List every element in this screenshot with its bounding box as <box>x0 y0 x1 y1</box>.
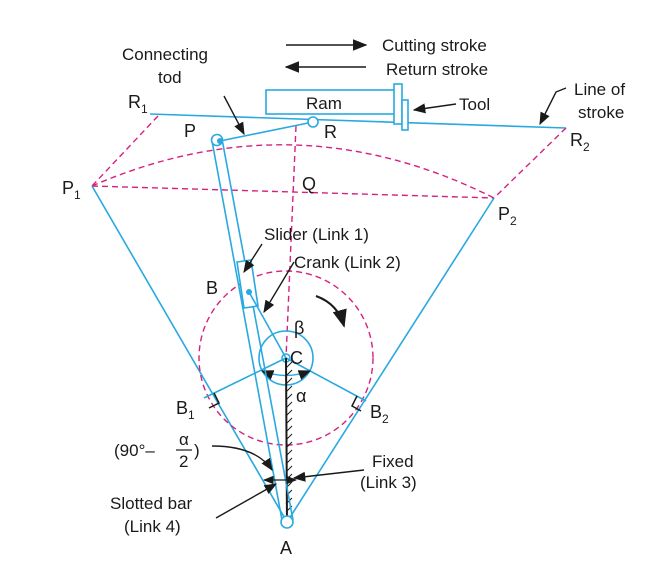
label-connecting-rod-line1: Connecting <box>122 45 208 64</box>
dash-centre-line <box>285 125 297 359</box>
slotted-bar-edge-right <box>221 138 294 521</box>
label-connecting-rod-line2: tod <box>158 68 182 87</box>
label-slider: Slider (Link 1) <box>264 225 369 244</box>
point-label-p1: P1 <box>62 178 81 202</box>
leader-tool <box>412 103 457 114</box>
point-label-q: Q <box>302 174 316 194</box>
point-label-a: A <box>280 538 292 558</box>
dash-r2-p2 <box>493 127 567 199</box>
leader-slider <box>243 243 263 274</box>
chord-p1-p2 <box>91 185 495 199</box>
label-tool: Tool <box>459 95 490 114</box>
label-slotted-bar-line1: Slotted bar <box>110 494 193 513</box>
slotted-bar-right-extreme <box>286 197 495 523</box>
point-label-r1: R1 <box>128 92 148 116</box>
leader-connecting-rod <box>223 95 245 136</box>
angle-expr-numerator: α <box>179 430 189 449</box>
angle-expr-suffix: ) <box>194 441 200 460</box>
line-of-stroke <box>149 113 567 129</box>
crank-cb2 <box>285 357 367 402</box>
label-slotted-bar-line2: (Link 4) <box>124 517 181 536</box>
connecting-rod <box>219 121 314 142</box>
point-label-b2: B2 <box>370 402 389 426</box>
crank-cb1 <box>203 357 287 399</box>
slotted-bar-left-extreme <box>91 185 288 523</box>
label-line-of-stroke-line2: stroke <box>578 103 624 122</box>
angle-expr-denominator: 2 <box>179 452 188 471</box>
pivot-r <box>307 116 319 128</box>
point-label-p: P <box>184 121 196 141</box>
angle-label-alpha: α <box>296 386 306 406</box>
point-label-b: B <box>206 278 218 298</box>
label-ram: Ram <box>306 94 342 113</box>
right-angle-b2 <box>351 395 362 412</box>
leader-line-of-stroke <box>539 87 567 126</box>
angle-label-beta: β <box>294 318 304 338</box>
label-fixed-line2: (Link 3) <box>360 473 417 492</box>
label-cutting-stroke: Cutting stroke <box>382 36 487 55</box>
slotted-bar-edge-left <box>211 140 283 521</box>
label-line-of-stroke-line1: Line of <box>574 80 625 99</box>
label-fixed-line1: Fixed <box>372 452 414 471</box>
leader-angle <box>211 445 273 472</box>
dash-r1-p1 <box>91 115 159 187</box>
crank-circle <box>198 270 374 446</box>
pivot-a-bottom <box>280 515 294 529</box>
leader-slotted-bar <box>215 483 278 519</box>
angle-expr-prefix: (90°– <box>114 441 155 460</box>
tool-holder <box>393 83 403 125</box>
leader-fixed <box>292 469 365 482</box>
crank-rotation-arrow <box>315 295 347 328</box>
point-p-dot <box>217 138 223 144</box>
right-angle-b1 <box>208 392 221 409</box>
point-label-r: R <box>324 122 337 142</box>
label-return-stroke: Return stroke <box>386 60 488 79</box>
crank-cb <box>248 291 287 359</box>
leader-crank <box>263 261 295 314</box>
tool <box>401 99 409 131</box>
point-label-c: C <box>290 348 303 368</box>
point-label-r2: R2 <box>570 130 590 154</box>
point-label-p2: P2 <box>498 204 517 228</box>
label-crank: Crank (Link 2) <box>294 253 401 272</box>
point-label-b1: B1 <box>176 398 195 422</box>
